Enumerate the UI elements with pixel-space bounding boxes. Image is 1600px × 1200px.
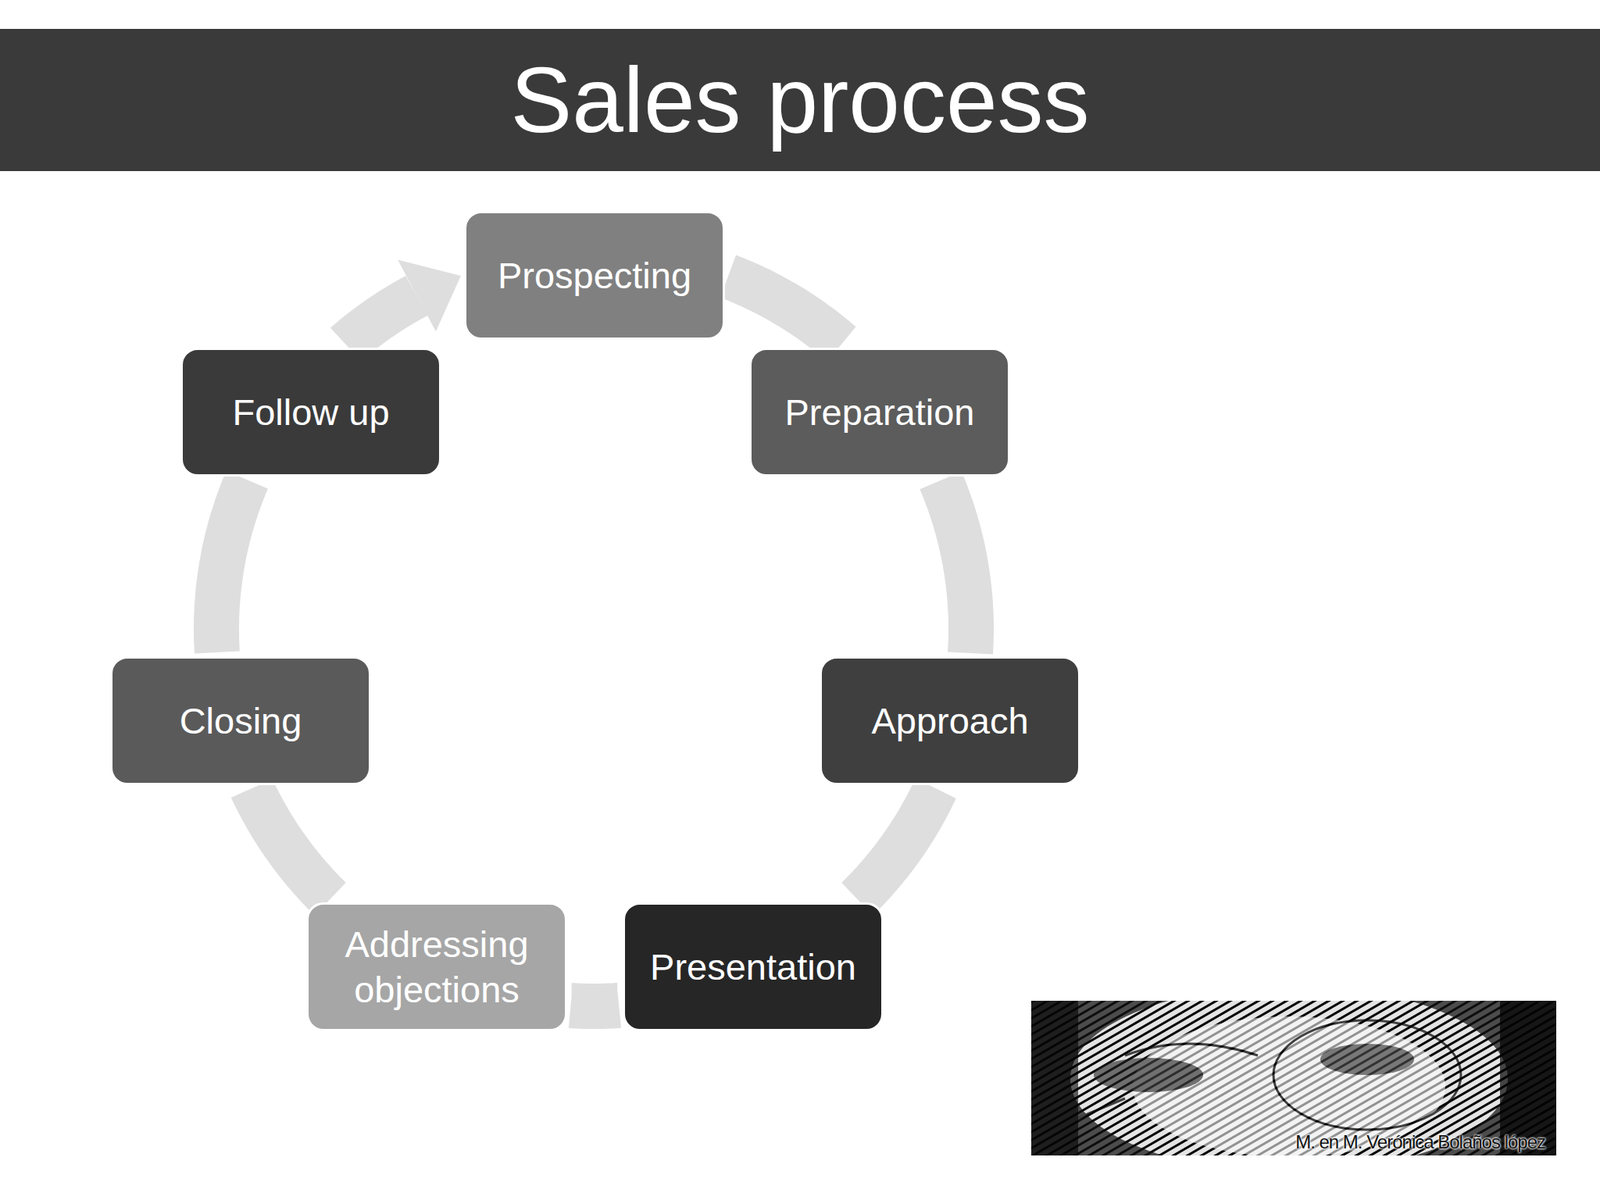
ring-segment — [251, 788, 330, 900]
step-label: Approach — [871, 698, 1029, 743]
process-box: Closing — [110, 656, 372, 786]
ring-segment — [216, 479, 247, 653]
process-box: Presentation — [622, 902, 884, 1032]
process-box: Preparation — [749, 347, 1011, 477]
process-box: Prospecting — [464, 210, 725, 340]
cycle-arrow — [940, 480, 972, 654]
step-label: Presentation — [650, 944, 857, 990]
cycle-arrow — [728, 276, 842, 345]
cycle-arrow — [346, 260, 461, 345]
cycle-arrow — [857, 788, 936, 900]
step-label: Addressing objections — [325, 921, 548, 1012]
process-box: Addressing objections — [306, 902, 568, 1032]
step-label: Closing — [179, 698, 303, 743]
slide-title: Sales process — [510, 53, 1090, 147]
ring-segment — [940, 480, 972, 654]
ring-segment — [857, 788, 936, 900]
step-label: Follow up — [232, 389, 390, 435]
step-label: Prospecting — [497, 253, 692, 298]
arrow-head — [397, 260, 461, 333]
process-box: Approach — [819, 656, 1081, 786]
ring-segment — [571, 1005, 620, 1007]
cycle-arrow — [571, 1005, 620, 1007]
author-credit: M. en M. Verónica Bolaños lópez — [1295, 1131, 1546, 1154]
cycle-arrow — [216, 479, 247, 653]
process-box: Follow up — [180, 347, 442, 477]
step-label: Preparation — [785, 389, 975, 435]
cycle-arrow — [251, 788, 330, 900]
ring-segment — [728, 276, 842, 345]
ring-segment — [346, 295, 418, 345]
title-bar: Sales process — [0, 28, 1600, 172]
